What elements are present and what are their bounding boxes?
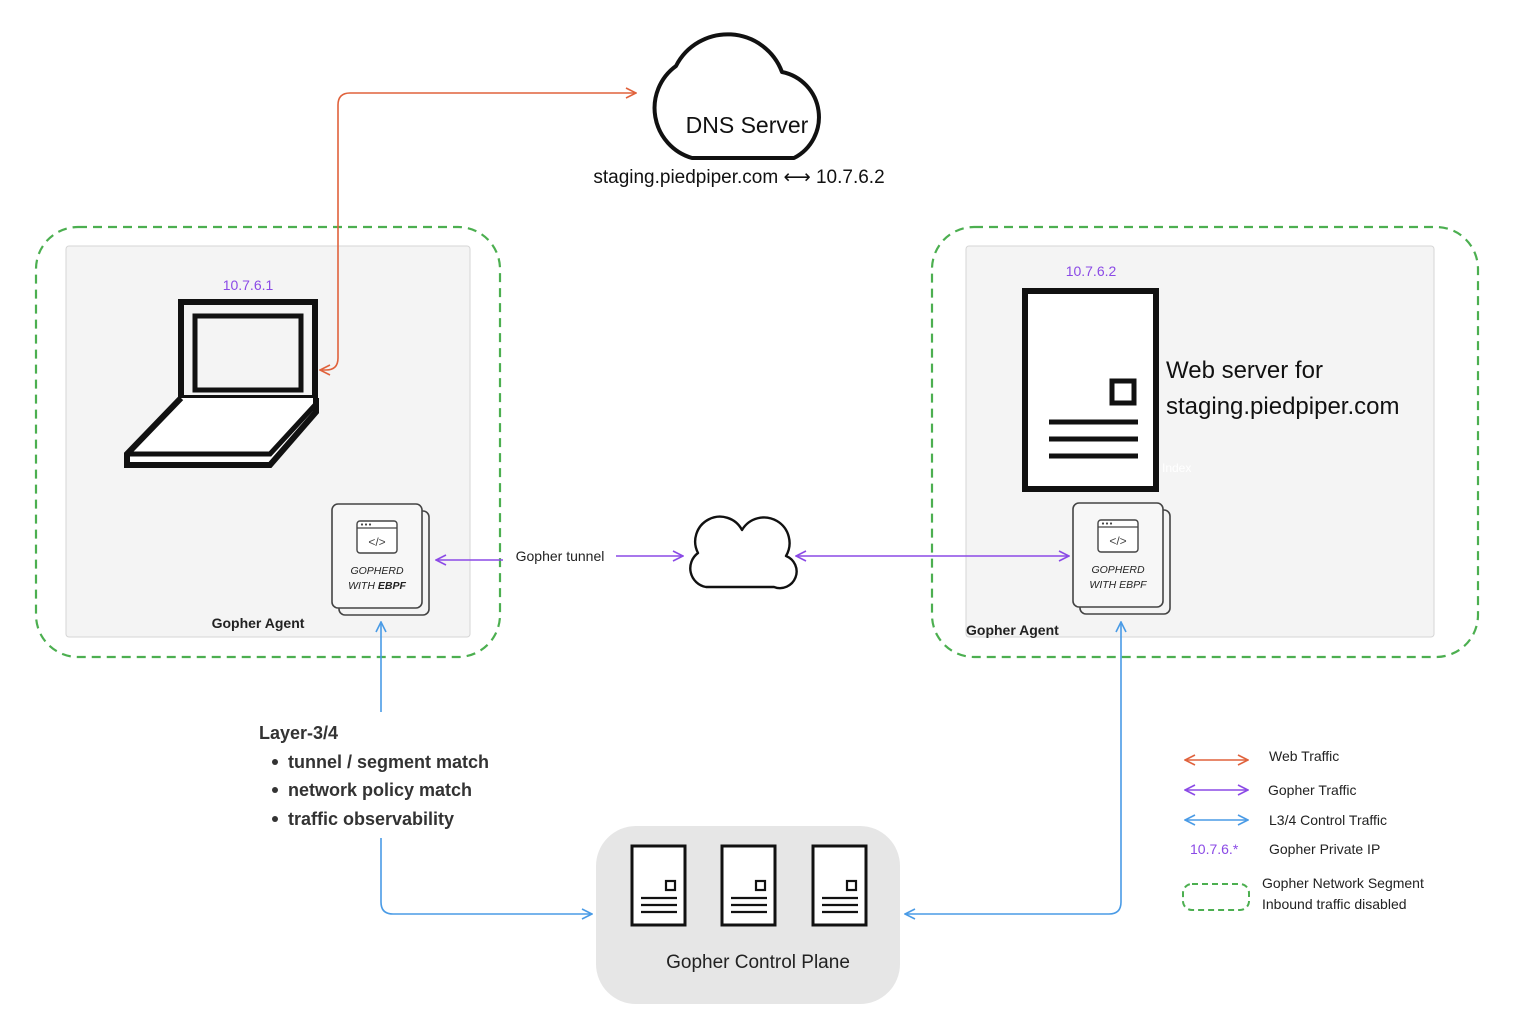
control-traffic-arrow-left-down [380,838,592,914]
control-plane-server-icon [630,844,687,927]
left-agent-label: Gopher Agent [212,615,305,631]
legend: Web Traffic Gopher Traffic L3/4 Control … [1182,748,1424,912]
legend-segment-line2: Inbound traffic disabled [1262,896,1407,912]
left-gopherd-line1: GOPHERD [350,565,404,577]
right-host-ip: 10.7.6.2 [1066,263,1117,279]
right-agent-label: Gopher Agent [966,622,1059,638]
dns-mapping: staging.piedpiper.com ⟷ 10.7.6.2 [593,167,884,188]
right-network-segment [930,225,1480,659]
legend-control-label: L3/4 Control Traffic [1269,812,1387,828]
svg-text:</>: </> [1109,534,1126,548]
right-gopherd-line1: GOPHERD [1091,564,1145,576]
legend-ip-label: Gopher Private IP [1269,841,1380,857]
left-host-ip: 10.7.6.1 [223,277,274,293]
web-server-icon [1022,288,1159,492]
legend-ip-sample: 10.7.6.* [1190,841,1239,857]
web-server-line1: Web server for [1166,357,1323,384]
right-gopherd-line2: WITH EBPF [1089,579,1147,591]
code-window-icon: </> [356,520,398,554]
control-traffic-arrow-right [905,622,1121,914]
dns-server-cloud [652,32,821,160]
layer-item-tunnel: tunnel / segment match [288,752,489,772]
web-server-line2: staging.piedpiper.com [1166,393,1399,420]
legend-segment-swatch [1182,883,1250,911]
control-plane-server-icon [720,844,777,927]
code-window-icon: </> [1097,519,1139,553]
right-gopherd-card [1072,502,1171,615]
legend-web-label: Web Traffic [1269,748,1339,764]
gopher-tunnel-label: Gopher tunnel [516,548,605,564]
control-plane-label: Gopher Control Plane [666,952,850,973]
layer-item-observability: traffic observability [288,809,454,829]
legend-gopher-label: Gopher Traffic [1268,782,1356,798]
control-plane-server-icon [811,844,868,927]
web-traffic-arrow [320,93,636,370]
left-network-segment [34,225,502,659]
left-gopherd-line2: WITH EBPF [348,580,406,592]
layer-item-policy: network policy match [288,780,472,800]
internet-cloud-icon [689,515,798,590]
faint-index-label: Index [1162,461,1191,475]
svg-text:</>: </> [368,535,385,549]
legend-segment-line1: Gopher Network Segment [1262,875,1424,891]
layer-list: tunnel / segment match network policy ma… [272,752,489,829]
dns-server-title: DNS Server [686,112,809,138]
layer-title: Layer-3/4 [259,723,338,743]
laptop-icon [124,299,319,468]
left-gopherd-card [331,503,430,616]
